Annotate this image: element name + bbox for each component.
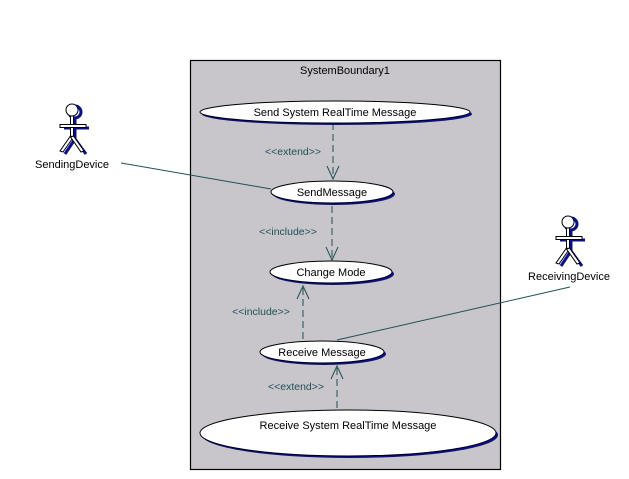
association-receivingdevice-receivemessage[interactable] bbox=[336, 286, 571, 341]
usecase-receive-system-realtime-message[interactable]: Receive System RealTime Message bbox=[199, 409, 498, 458]
usecase-label: SendMessage bbox=[297, 187, 367, 199]
arrowhead-icon bbox=[326, 165, 340, 181]
usecase-label: Receive Message bbox=[278, 347, 365, 359]
actor-label: ReceivingDevice bbox=[528, 271, 610, 283]
include-label-bottom: <<include>> bbox=[232, 306, 290, 318]
system-boundary-label: SystemBoundary1 bbox=[300, 65, 390, 77]
arrowhead-icon bbox=[325, 246, 339, 262]
include-label-top: <<include>> bbox=[259, 226, 317, 238]
usecase-change-mode[interactable]: Change Mode bbox=[269, 260, 394, 285]
actor-stick-figure-icon bbox=[555, 215, 585, 267]
actor-stick-figure-icon bbox=[59, 103, 89, 155]
usecase-receive-message[interactable]: Receive Message bbox=[259, 340, 386, 365]
extend-label-bottom: <<extend>> bbox=[268, 381, 324, 393]
extend-recv-rt-to-receivemessage[interactable] bbox=[330, 364, 344, 408]
arrowhead-icon bbox=[330, 364, 344, 380]
usecase-sendmessage[interactable]: SendMessage bbox=[270, 180, 395, 205]
association-sendingdevice-sendmessage[interactable] bbox=[120, 162, 272, 190]
usecase-label: Send System RealTime Message bbox=[254, 107, 417, 119]
usecase-label: Change Mode bbox=[296, 267, 365, 279]
extend-label-top: <<extend>> bbox=[265, 146, 321, 158]
extend-send-rt-to-sendmessage[interactable] bbox=[326, 123, 340, 181]
actor-sendingdevice[interactable]: SendingDevice bbox=[35, 103, 109, 171]
actor-label: SendingDevice bbox=[35, 159, 109, 171]
usecase-label: Receive System RealTime Message bbox=[260, 420, 437, 432]
include-receivemessage-to-changemode[interactable] bbox=[296, 284, 310, 339]
actor-receivingdevice[interactable]: ReceivingDevice bbox=[528, 215, 610, 283]
arrowhead-icon bbox=[296, 284, 310, 300]
include-sendmessage-to-changemode[interactable] bbox=[325, 206, 339, 262]
usecase-send-system-realtime-message[interactable]: Send System RealTime Message bbox=[199, 100, 472, 125]
